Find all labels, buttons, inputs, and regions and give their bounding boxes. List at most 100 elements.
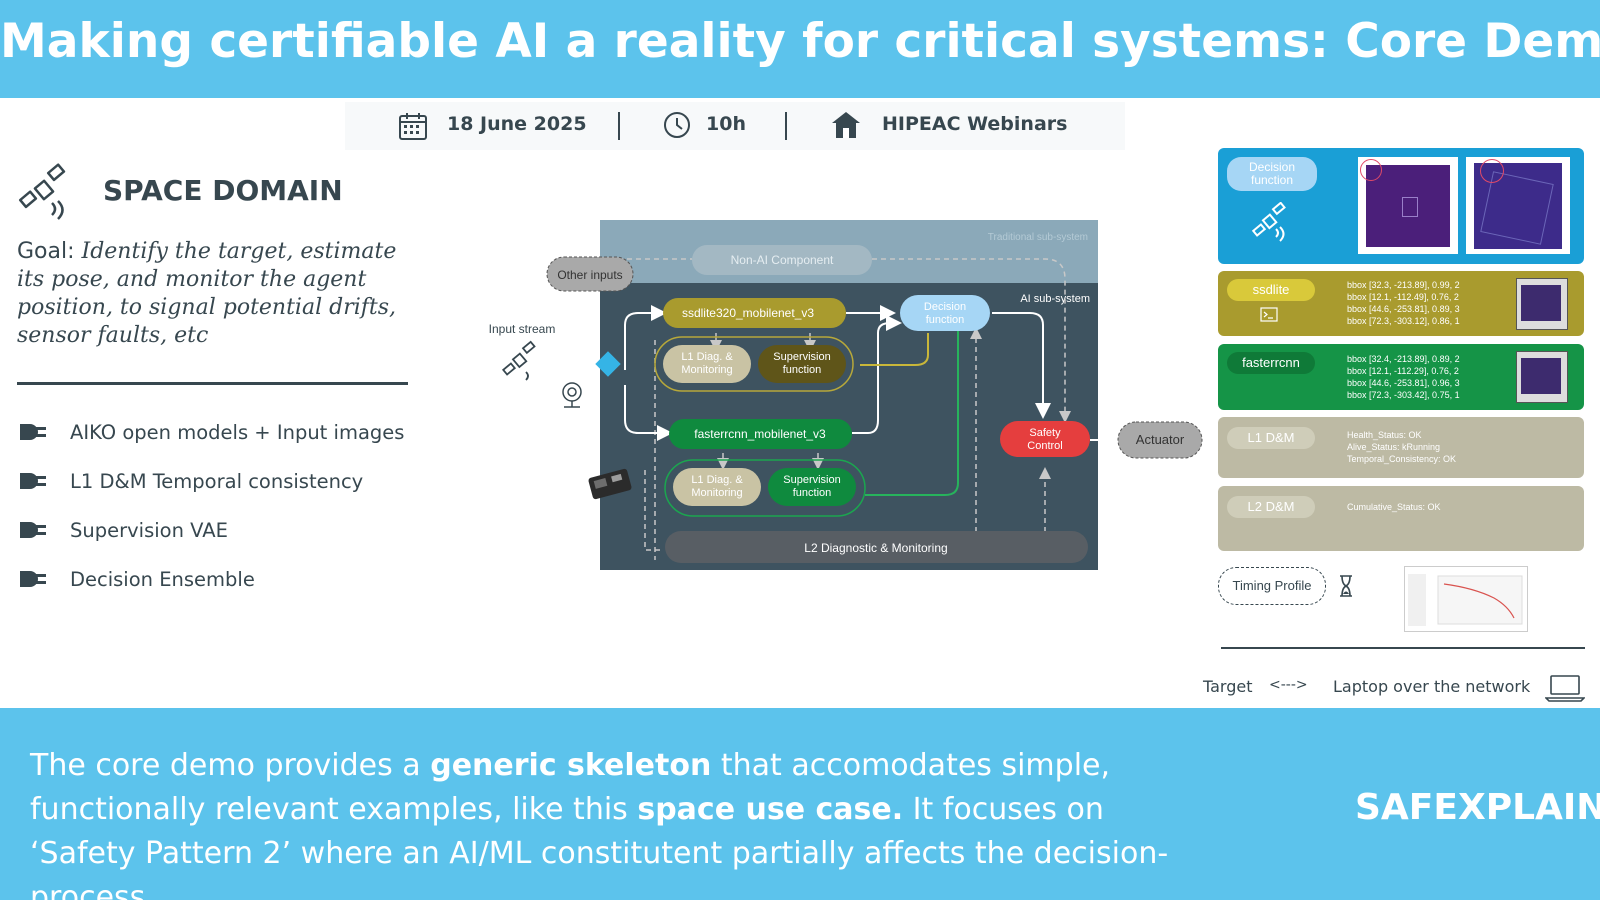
traditional-label: Traditional sub-system <box>988 232 1088 243</box>
safety-control-node <box>1000 421 1090 457</box>
goal-label: Goal: <box>17 239 75 264</box>
actuator-label: Actuator <box>1136 432 1185 447</box>
architecture-diagram: Traditional sub-system AI sub-system Non… <box>489 220 1203 570</box>
output-line: bbox [12.1, -112.29], 0.76, 2 <box>1347 366 1459 376</box>
bullet-item: Decision Ensemble <box>18 564 255 594</box>
building-icon <box>832 112 860 138</box>
supervision-node <box>768 468 856 506</box>
l1-diag-node <box>673 468 761 506</box>
footer-highlight: generic skeleton <box>430 748 712 783</box>
goal-description: Identify the target, estimate its pose, … <box>17 239 397 348</box>
output-line: bbox [12.1, -112.49], 0.76, 2 <box>1347 292 1459 302</box>
l1-dm-pill: L1 D&M <box>1227 427 1315 449</box>
bullet-text: L1 D&M Temporal consistency <box>70 469 364 493</box>
safexplain-logo: SAFEXPLAIN <box>1355 787 1600 828</box>
decision-function-pill: Decision function <box>1227 157 1317 191</box>
output-line: bbox [44.6, -253.81], 0.96, 3 <box>1347 378 1460 388</box>
bullet-text: Decision Ensemble <box>70 567 255 591</box>
output-line: Alive_Status: kRunning <box>1347 442 1441 452</box>
output-line: bbox [44.6, -253.81], 0.89, 3 <box>1347 304 1460 314</box>
l1-diag-label: L1 Diag. &Monitoring <box>681 351 733 376</box>
output-line: bbox [32.3, -213.89], 0.99, 2 <box>1347 280 1460 290</box>
split-node <box>595 351 621 377</box>
divider <box>17 382 408 385</box>
divider <box>1221 647 1585 649</box>
l1-group-fasterrcnn <box>664 459 866 517</box>
footer-text-part: It focuses on ‘Safety Pattern 2’ where a… <box>30 792 1169 915</box>
hourglass-icon <box>1340 575 1352 597</box>
other-inputs-label: Other inputs <box>557 268 622 282</box>
l2-diagnostic-label: L2 Diagnostic & Monitoring <box>804 541 947 555</box>
clock-icon <box>664 112 690 138</box>
output-line: bbox [72.3, -303.12], 0.86, 1 <box>1347 316 1460 326</box>
bullet-item: Supervision VAE <box>18 515 228 545</box>
event-date: 18 June 2025 <box>447 113 587 135</box>
output-line: bbox [32.4, -213.89], 0.89, 2 <box>1347 354 1460 364</box>
timing-profile-pill: Timing Profile <box>1218 567 1326 605</box>
event-info-bar <box>345 102 1125 150</box>
footer-text-part: The core demo provides a <box>30 748 431 783</box>
detection-image <box>1358 157 1458 254</box>
l2-diagnostic-node <box>665 531 1088 563</box>
footer-bar <box>0 708 1600 900</box>
event-name: HIPEAC Webinars <box>882 113 1068 135</box>
bullet-item: AIKO open models + Input images <box>18 417 404 447</box>
plug-icon <box>20 522 46 538</box>
divider <box>785 112 787 140</box>
fasterrcnn-thumbnail <box>1516 351 1568 403</box>
output-line: Temporal_Consistency: OK <box>1347 454 1457 464</box>
fasterrcnn-model-label: fasterrcnn_mobilenet_v3 <box>694 427 826 441</box>
satellite-icon <box>18 163 66 220</box>
footer-text-part: that accomodates simple, functionally re… <box>30 748 1111 827</box>
supervision-node <box>758 345 846 383</box>
detection-image <box>1466 157 1570 254</box>
ssdlite-model-node <box>663 298 846 328</box>
event-time: 10h <box>706 113 746 135</box>
plug-icon <box>20 424 46 440</box>
input-stream-label: Input stream <box>489 322 556 336</box>
timing-chart-thumbnail <box>1404 566 1528 632</box>
satellite-icon <box>501 340 536 381</box>
terminal-icon <box>1260 307 1278 322</box>
non-ai-component <box>692 245 872 275</box>
other-inputs-node <box>546 256 634 292</box>
ssdlite-model-label: ssdlite320_mobilenet_v3 <box>682 306 814 320</box>
plug-icon <box>20 473 46 489</box>
output-line: bbox [72.3, -303.42], 0.75, 1 <box>1347 390 1460 400</box>
fasterrcnn-pill: fasterrcnn <box>1227 352 1315 374</box>
target-label: Target <box>1203 677 1253 696</box>
fasterrcnn-model-node <box>669 419 852 449</box>
bullet-text: AIKO open models + Input images <box>70 420 405 444</box>
bullet-item: L1 D&M Temporal consistency <box>18 466 363 496</box>
l1-diag-label: L1 Diag. &Monitoring <box>691 474 743 499</box>
fasterrcnn-output: bbox [32.4, -213.89], 0.89, 2 bbox [12.1,… <box>1347 353 1460 401</box>
webcam-icon <box>562 382 582 408</box>
bullet-text: Supervision VAE <box>70 518 228 542</box>
output-line: Health_Status: OK <box>1347 430 1422 440</box>
divider <box>618 112 620 140</box>
non-ai-label: Non-AI Component <box>731 253 834 267</box>
title-bar <box>0 0 1600 98</box>
goal-text: Goal: Identify the target, estimate its … <box>17 238 417 350</box>
hardware-board-icon <box>588 468 632 500</box>
ssdlite-pill: ssdlite <box>1227 279 1315 301</box>
l2-dm-pill: L2 D&M <box>1227 496 1315 518</box>
satellite-icon <box>1251 202 1286 242</box>
l1-group-ssdlite <box>654 336 854 392</box>
ai-subsystem-label: AI sub-system <box>1020 293 1090 305</box>
actuator-node <box>1117 421 1203 459</box>
footer-text: The core demo provides a generic skeleto… <box>30 744 1210 920</box>
decision-function-node <box>900 295 990 331</box>
laptop-icon <box>1545 675 1585 702</box>
output-line: Cumulative_Status: OK <box>1347 502 1441 512</box>
footer-highlight: space use case. <box>637 792 904 827</box>
l1-diag-node <box>663 345 751 383</box>
l2-dm-output: Cumulative_Status: OK <box>1347 501 1441 513</box>
laptop-label: Laptop over the network <box>1333 677 1531 696</box>
ssdlite-thumbnail <box>1516 278 1568 330</box>
plug-icon <box>20 571 46 587</box>
